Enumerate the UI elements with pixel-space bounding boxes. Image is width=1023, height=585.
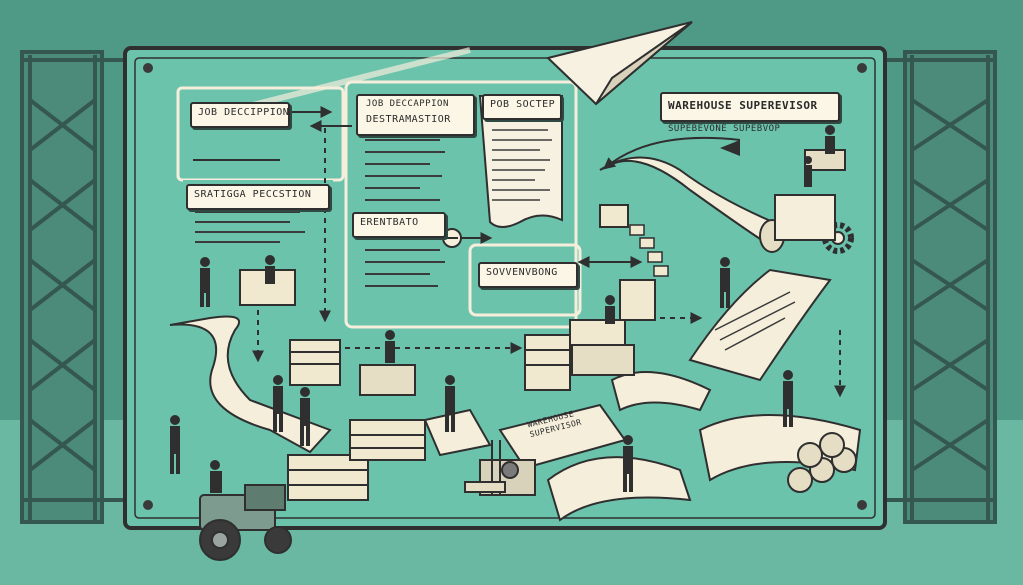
erentbato-label: ERENTBATO [360, 217, 419, 228]
worker [265, 255, 275, 284]
strategy-perception-label: SRATIGGA PECCSTION [194, 189, 312, 200]
job-description-tag: JOB DECCIPPION [190, 102, 290, 128]
process-outline-2 [344, 80, 578, 329]
pob-soctep-label: POB SOCTEP [490, 99, 556, 110]
paper-ribbon-text [714, 291, 796, 351]
worker [720, 257, 730, 308]
job-description-label: JOB DECCIPPION [198, 107, 290, 118]
warehouse-supervisor-label: WAREHOUSE SUPEREVISOR [668, 99, 818, 112]
worker [200, 257, 210, 307]
pob-soctep-document [478, 95, 563, 228]
box-staircase [629, 224, 669, 277]
paper-ribbon-left [169, 315, 332, 454]
sovvenvbong-label: SOVVENVBONG [486, 267, 558, 278]
worker [273, 375, 283, 432]
paper-airplane [224, 21, 693, 115]
process-outline-3 [468, 243, 582, 317]
workers [170, 125, 835, 493]
solid-arrows [290, 106, 741, 268]
worker [804, 156, 812, 187]
supervisor-arrow-icon [720, 140, 740, 156]
pob-soctep-tag: POB SOCTEP [482, 94, 562, 120]
paper-ribbon-right [688, 268, 832, 382]
roll-ends [787, 432, 857, 493]
paper-roll-mid [610, 371, 712, 412]
worker [605, 295, 615, 324]
job-description-destination-tag: JOB DECCAPPION DESTRAMASTIOR [356, 94, 475, 136]
sovvenvbong-tag: SOVVENVBONG [478, 262, 578, 288]
job-description-destination-line1: JOB DECCAPPION [366, 99, 449, 109]
worker [385, 330, 395, 363]
worker [300, 387, 310, 446]
warehouse-supervisor-tag: WAREHOUSE SUPEREVISOR [660, 92, 840, 122]
worker [825, 125, 835, 154]
board-rivets [143, 63, 867, 510]
left-scaffold [20, 50, 130, 524]
supervisor-subtitle: SUPEBEVONE SUPEBVOP [668, 124, 781, 134]
paper-roll-bottom [546, 456, 692, 522]
box-stacks [239, 204, 656, 501]
strategy-perception-tag: SRATIGGA PECCSTION [186, 184, 330, 210]
desk-stations [359, 149, 846, 396]
worker [170, 415, 180, 474]
erentbato-tag: ERENTBATO [352, 212, 446, 238]
worker [623, 435, 633, 492]
compass-icon [442, 228, 462, 248]
right-scaffold [880, 50, 997, 524]
document-sheet-center [365, 139, 445, 287]
worker [783, 370, 793, 427]
forklift [464, 440, 536, 496]
job-description-destination-line2: DESTRAMASTIOR [366, 114, 451, 125]
worker [445, 375, 455, 432]
worker [210, 460, 222, 493]
tractor [199, 484, 292, 561]
